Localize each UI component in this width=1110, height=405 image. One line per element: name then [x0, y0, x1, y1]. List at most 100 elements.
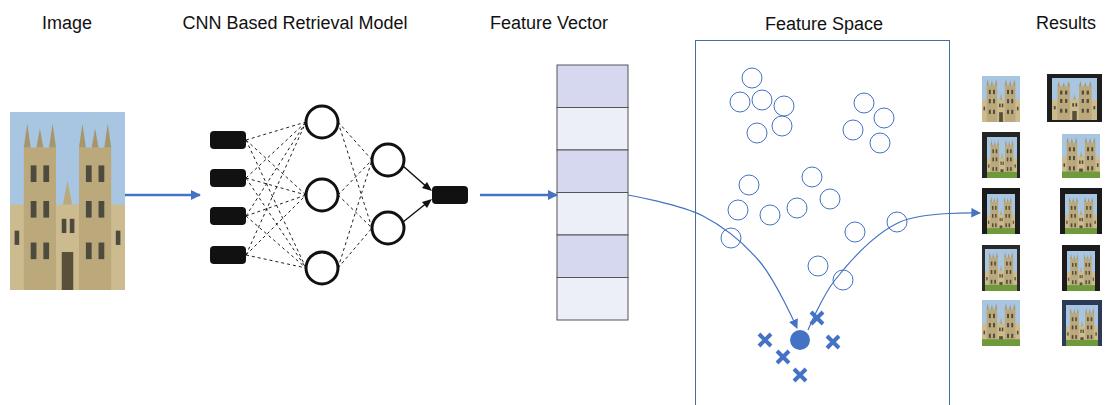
panel-heading: Feature Space	[765, 13, 883, 35]
network-connection	[246, 140, 306, 195]
input-unit	[210, 246, 246, 264]
vector-cell	[557, 65, 628, 320]
feature-space-box: Feature Space	[695, 40, 950, 405]
neighbor-cross	[827, 336, 839, 348]
flow-arrow	[125, 194, 200, 197]
feature-point	[728, 200, 748, 220]
feature-point	[833, 270, 853, 290]
vector-cell	[557, 150, 628, 193]
neighbor-cross	[759, 312, 839, 381]
feature-point	[787, 198, 807, 218]
network-connection	[246, 178, 306, 195]
result-thumbnail	[982, 76, 1020, 122]
result-thumbnail	[982, 188, 1020, 234]
vector-cell	[557, 235, 628, 278]
network-connection	[338, 160, 372, 268]
vector-cell	[557, 65, 628, 108]
result-thumbnail	[982, 74, 1102, 346]
feature-point	[870, 133, 890, 153]
network-connection	[246, 195, 306, 255]
result-thumbnail	[982, 300, 1020, 346]
panel-heading: Results	[1036, 12, 1096, 34]
network-connection	[338, 160, 372, 195]
network-output-arrow	[403, 166, 432, 222]
result-thumbnail	[1060, 188, 1102, 234]
neuron	[306, 252, 338, 284]
feature-point	[845, 222, 865, 242]
flow-arrow	[808, 213, 980, 330]
feature-point	[721, 68, 907, 290]
network-output-arrow	[422, 199, 432, 208]
feature-point	[854, 93, 874, 113]
result-thumbnail	[982, 245, 1020, 291]
query-point	[790, 330, 810, 350]
vector-cell	[557, 193, 628, 236]
feature-point	[760, 205, 780, 225]
feature-point	[730, 92, 750, 112]
result-thumbnail	[1047, 74, 1102, 122]
network-connection	[246, 122, 306, 140]
feature-point	[747, 123, 767, 143]
input-unit	[210, 207, 246, 225]
network-output-arrow	[403, 166, 428, 188]
feature-point	[752, 90, 772, 110]
neuron	[372, 212, 404, 244]
network-connection	[338, 228, 372, 268]
result-thumbnail	[1067, 251, 1095, 291]
feature-point	[820, 189, 840, 209]
input-unit	[210, 131, 246, 149]
network-connection	[246, 255, 306, 268]
query-point	[790, 330, 810, 350]
input-unit	[210, 131, 468, 264]
network-connection	[246, 178, 306, 268]
network-connection	[246, 140, 306, 268]
network-connection	[246, 122, 372, 268]
result-thumbnail	[987, 194, 1015, 234]
network-connection	[246, 195, 306, 216]
panel-heading: Image	[42, 12, 92, 34]
feature-point	[843, 120, 863, 140]
results-panel: Results	[980, 72, 1102, 350]
feature-point	[721, 228, 741, 248]
network-connection	[338, 122, 372, 160]
neighbor-cross	[777, 351, 789, 363]
vector-cell	[557, 278, 628, 321]
neighbor-cross	[759, 334, 771, 346]
network-connection	[246, 216, 306, 268]
result-thumbnail	[987, 137, 1017, 178]
feature-point	[887, 212, 907, 232]
result-thumbnail	[1066, 305, 1098, 346]
neuron	[306, 106, 404, 284]
network-output-arrow	[422, 182, 432, 191]
flow-arrow	[480, 194, 557, 197]
feature-point	[808, 256, 828, 276]
input-unit	[432, 186, 468, 204]
result-thumbnail	[1062, 245, 1100, 291]
neuron	[306, 179, 338, 211]
flow-arrow	[628, 195, 797, 328]
query-photo	[10, 112, 125, 290]
network-connection	[338, 195, 372, 228]
feature-point	[742, 68, 762, 88]
result-thumbnail	[1065, 194, 1097, 234]
feature-point	[772, 116, 792, 136]
feature-point	[774, 96, 794, 116]
image-panel: Image	[10, 112, 125, 290]
vector-cell	[557, 108, 628, 151]
feature-vector: Feature Vector	[557, 65, 628, 320]
result-thumbnail	[982, 132, 1020, 178]
neuron	[306, 106, 338, 138]
network-connection	[246, 122, 306, 255]
neighbor-cross	[794, 369, 806, 381]
query-photo	[10, 112, 125, 290]
result-thumbnail	[1052, 78, 1097, 120]
panel-heading: CNN Based Retrieval Model	[182, 12, 407, 34]
result-thumbnail	[1062, 300, 1102, 346]
feature-point	[802, 167, 822, 187]
cnn-model: CNN Based Retrieval Model	[200, 110, 480, 285]
result-thumbnail	[985, 249, 1017, 291]
neuron	[372, 144, 404, 176]
result-thumbnail	[1062, 134, 1100, 178]
